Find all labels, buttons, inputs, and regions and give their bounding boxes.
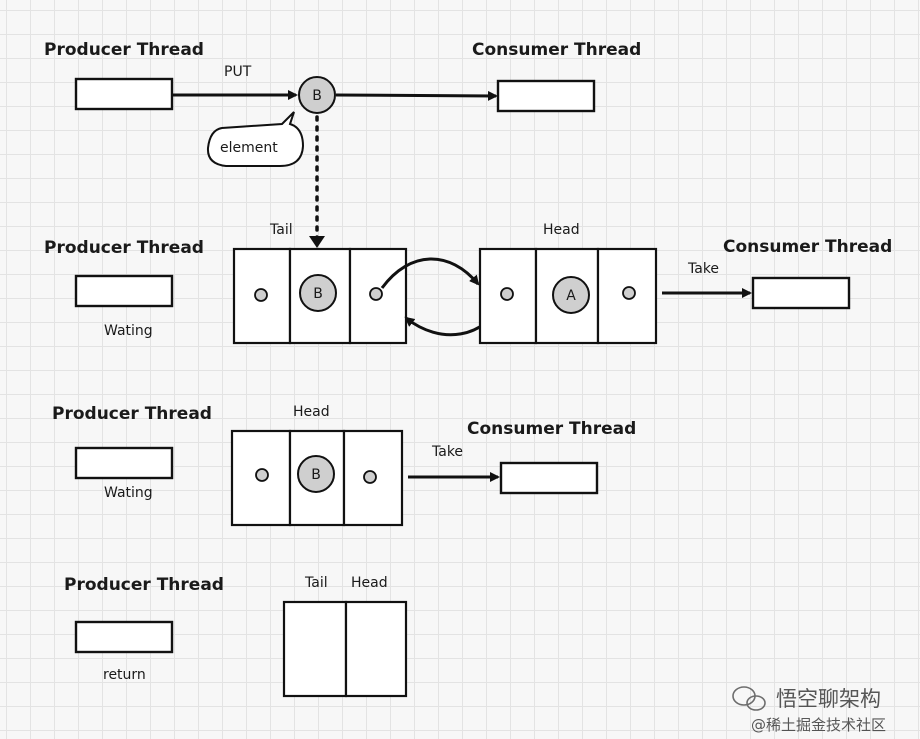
element-b-node — [298, 76, 336, 114]
producer-thread-box-1 — [74, 77, 174, 111]
queued-b-node — [299, 274, 337, 312]
queued-b-letter: B — [313, 286, 323, 302]
element-label: element — [220, 140, 278, 156]
head-prev-dot — [500, 287, 514, 301]
tail-label-1: Tail — [269, 222, 293, 238]
element-callout-bubble — [206, 111, 305, 167]
head-label-3: Head — [351, 575, 388, 591]
producer-thread-label-3: Producer Thread — [52, 404, 212, 424]
watermark: 悟空聊架构 @稀土掘金技术社区 — [732, 686, 886, 734]
take-label-1: Take — [687, 261, 719, 277]
prev-pointer-dot — [254, 288, 268, 302]
queued-a-letter: A — [566, 288, 576, 304]
head-label-1: Head — [543, 222, 580, 238]
consumer-thread-label-2: Consumer Thread — [723, 237, 892, 257]
waiting-label-1: Wating — [104, 323, 153, 339]
producer-thread-label-4: Producer Thread — [64, 575, 224, 595]
watermark-line-1: 悟空聊架构 — [776, 687, 881, 711]
producer-thread-box-3 — [74, 446, 174, 480]
to-consumer-arrow — [335, 90, 498, 101]
consumer-thread-label-1: Consumer Thread — [472, 40, 641, 60]
row-queue-empty: Producer Thread return Tail Head — [64, 575, 408, 698]
row-put: Producer Thread PUT B Consumer Thread el… — [44, 40, 641, 248]
consumer-thread-label-3: Consumer Thread — [467, 419, 636, 439]
put-label: PUT — [224, 64, 252, 80]
single-prev-dot — [255, 468, 269, 482]
queued-a-node — [552, 276, 590, 314]
consumer-thread-box-3 — [499, 461, 599, 495]
element-b-letter: B — [312, 88, 322, 104]
consumer-thread-box-1 — [496, 79, 596, 113]
take-label-2: Take — [431, 444, 463, 460]
empty-cell-tail — [282, 600, 348, 698]
row-queue-one: Producer Thread Wating Head B Take Consu… — [52, 404, 636, 527]
single-b-node — [297, 455, 335, 493]
wechat-icon — [732, 686, 766, 711]
consumer-thread-box-2 — [751, 276, 851, 310]
single-next-dot — [363, 470, 377, 484]
single-b-letter: B — [311, 467, 321, 483]
head-label-2: Head — [293, 404, 330, 420]
next-link-arrow — [380, 257, 480, 289]
watermark-line-2: @稀土掘金技术社区 — [751, 716, 886, 734]
waiting-label-2: Wating — [104, 485, 153, 501]
producer-thread-box-4 — [74, 620, 174, 654]
empty-cell-head — [344, 600, 408, 698]
producer-thread-box-2 — [74, 274, 174, 308]
return-label: return — [103, 667, 146, 683]
next-pointer-dot — [369, 287, 383, 301]
row-queue-full: Producer Thread Wating Tail B Head A Tak… — [44, 222, 892, 345]
head-next-dot — [622, 286, 636, 300]
tail-label-2: Tail — [304, 575, 328, 591]
producer-thread-label-1: Producer Thread — [44, 40, 204, 60]
enqueue-arrowhead — [309, 236, 325, 248]
producer-thread-label-2: Producer Thread — [44, 238, 204, 258]
